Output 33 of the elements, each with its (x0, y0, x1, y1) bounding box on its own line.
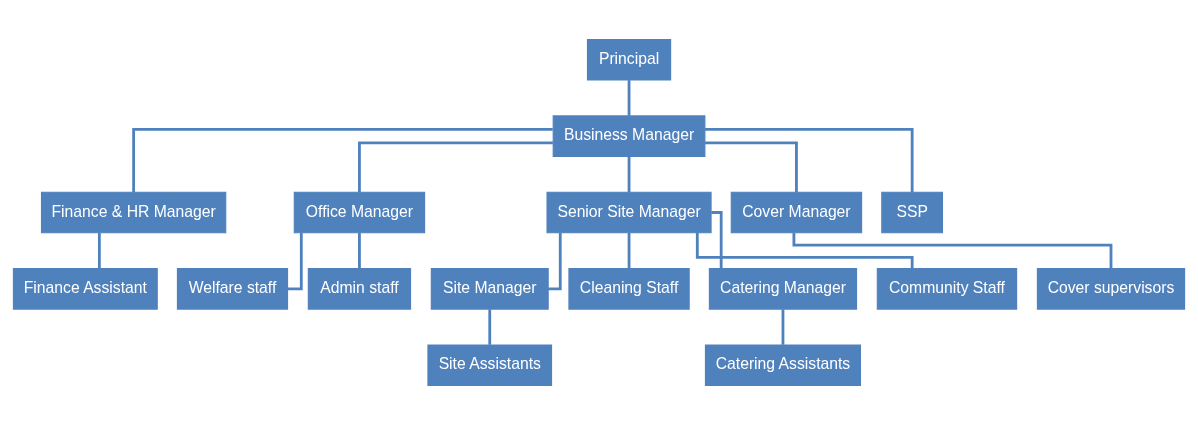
connector (627, 232, 631, 269)
connector (704, 141, 798, 192)
node-box: Cover Manager (730, 191, 863, 234)
node-box: Business Manager (552, 115, 706, 157)
node-box: Cleaning Staff (568, 268, 690, 310)
connector (627, 80, 631, 116)
connector (695, 232, 914, 269)
node-box: Site Assistants (427, 344, 553, 387)
node-box: Senior Site Manager (546, 191, 712, 234)
connector (711, 211, 723, 269)
node-box: Catering Manager (708, 268, 858, 310)
connector (287, 232, 303, 291)
connector (792, 232, 1113, 269)
node-box: Welfare staff (176, 268, 289, 310)
connector (781, 309, 785, 345)
node-box: Principal (586, 38, 672, 81)
node-box: Cover supervisors (1036, 268, 1186, 310)
connector (97, 232, 101, 269)
node-box: Catering Assistants (704, 344, 862, 387)
node-box: Site Manager (430, 268, 549, 310)
connector (704, 127, 914, 192)
node-box: Community Staff (876, 268, 1018, 310)
connector (358, 141, 553, 192)
node-box: Admin staff (307, 268, 412, 310)
connector (488, 309, 492, 345)
connector (548, 232, 562, 291)
connector (358, 232, 361, 269)
node-box: Finance Assistant (12, 268, 158, 310)
node-box: Finance & HR Manager (40, 191, 227, 234)
connector (132, 127, 553, 192)
node-box: Office Manager (293, 191, 426, 234)
node-box: SSP (881, 191, 944, 234)
connector (627, 156, 631, 192)
